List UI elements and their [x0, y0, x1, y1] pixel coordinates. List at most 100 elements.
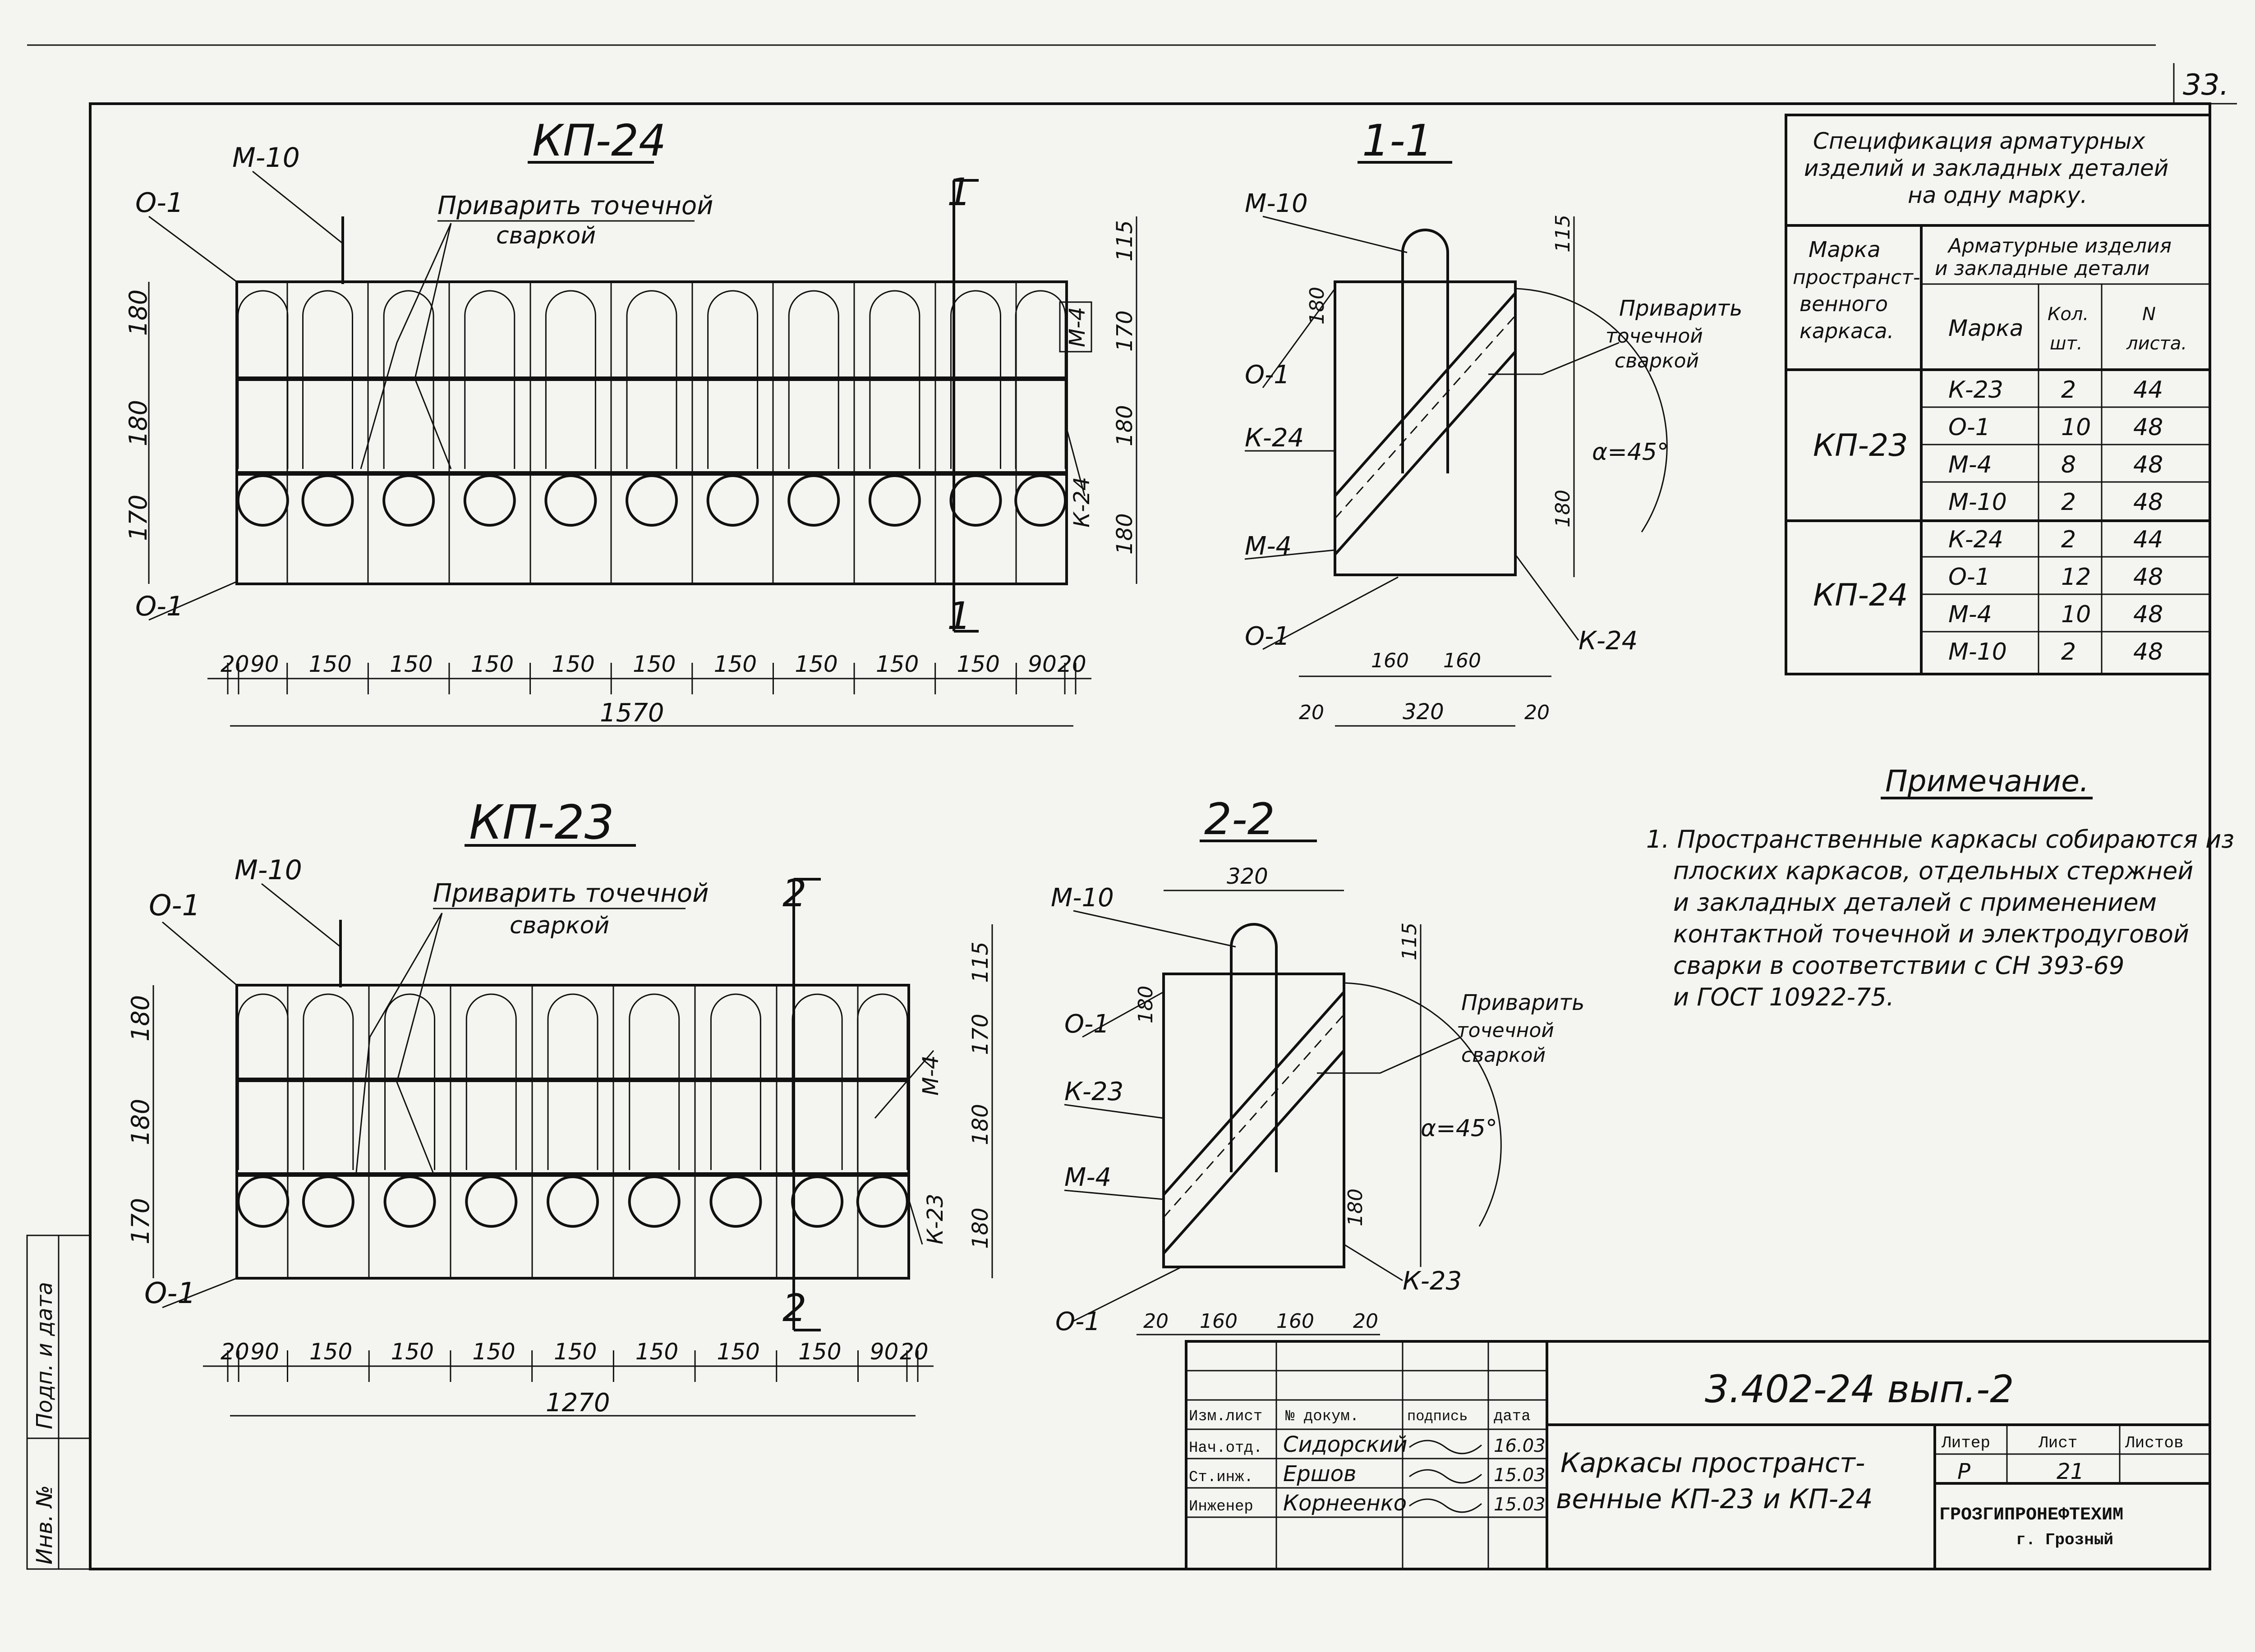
stamp-frame [1185, 1340, 2211, 1570]
spec-table-frame [1785, 114, 2211, 675]
stamp-role-1: Ст.инж. [1189, 1469, 1253, 1486]
sec22-title: 2-2 [1204, 794, 1275, 844]
kp24-circle-4 [544, 474, 597, 527]
stamp-name-2: Корнеенко [1283, 1491, 1407, 1516]
kp24-title: КП-24 [532, 115, 666, 166]
kp24-circle-9 [949, 474, 1002, 527]
stamp-name-1: Ершов [1283, 1461, 1356, 1487]
kp24-dim-total: 1570 [600, 698, 664, 728]
kp23-dim-bottom-5: 150 [554, 1339, 597, 1365]
sec22-diag-axis [1163, 1014, 1345, 1218]
kp23-dim-left-2: 170 [126, 1198, 155, 1244]
spec-row-sheet-1-2: 48 [2133, 601, 2163, 628]
kp23-weld-leader-a [355, 913, 443, 1173]
kp24-outline [235, 280, 1068, 585]
spec-row-mark-0-0: К-23 [1948, 376, 2003, 404]
stamp-date-1: 15.03 [1494, 1465, 1546, 1486]
kp24-section-mark-top: 1 [947, 170, 971, 214]
kp23-circle-6 [709, 1175, 762, 1228]
sec22-label-k23-b: К-23 [1403, 1267, 1462, 1296]
spec-col-mark-3: венного [1799, 292, 1888, 316]
kp24-dim-bottom-3: 150 [390, 651, 433, 677]
kp23-label-m4: М-4 [918, 1055, 943, 1096]
sec11-angle: α=45° [1592, 439, 1669, 466]
kp24-stirrup-5 [626, 290, 677, 469]
sec11-title: 1-1 [1362, 115, 1433, 166]
kp24-label-m4: М-4 [1065, 307, 1090, 347]
sec22-dim-1: 115 [1398, 922, 1421, 960]
spec-row-qty-1-0: 2 [2061, 526, 2076, 553]
kp23-dim-bottom-9: 90 [870, 1339, 899, 1365]
spec-col-sheet-1: N [2142, 304, 2156, 325]
sec22-weld-1: Приварить [1461, 990, 1584, 1015]
kp24-dim-right-0: 115 [1112, 220, 1137, 262]
kp23-circle-5 [628, 1175, 681, 1228]
sec11-dim-3: 20 [1299, 701, 1324, 724]
sec11-diag-axis [1334, 315, 1516, 519]
stamp-date-0: 16.03 [1494, 1436, 1546, 1456]
kp23-dim-bottom-0: 20 [221, 1339, 249, 1365]
kp24-circle-5 [626, 474, 678, 527]
sec22-dim-0: 320 [1227, 864, 1268, 889]
kp24-label-o1-top: О-1 [135, 187, 184, 219]
sec11-label-o1-a: О-1 [1245, 360, 1290, 390]
spec-row-qty-0-2: 8 [2061, 451, 2076, 478]
stamp-role-0: Нач.отд. [1189, 1440, 1262, 1457]
kp24-dim-right-3: 180 [1112, 513, 1137, 555]
kp23-dim-bottom-7: 150 [717, 1339, 759, 1365]
spec-col-mark-4: каркаса. [1799, 319, 1894, 343]
sec11-dim-5: 160 [1443, 649, 1481, 672]
sec11-dim-0: 115 [1551, 215, 1574, 252]
spec-row-mark-1-2: М-4 [1948, 601, 1992, 628]
kp24-m4-box [1059, 301, 1092, 353]
kp24-circle-1 [301, 474, 354, 527]
stamp-list: 21 [2057, 1459, 2084, 1484]
kp23-dim-left-0: 180 [126, 995, 155, 1042]
sheet-number-box [2173, 63, 2237, 105]
section-2-2: 2-2 320 α=45° М-10 О-1 К-23 М-4 О-1 К-23… [1051, 794, 1584, 1336]
sec11-dim-4: 160 [1371, 649, 1409, 672]
sec22-dim-4: 20 [1143, 1310, 1169, 1333]
kp23-leader-o1-top [162, 921, 237, 986]
kp23-stirrup-2 [384, 993, 436, 1170]
kp24-weld-leader-a [360, 223, 452, 469]
kp23-stirrup-5 [629, 993, 680, 1170]
spec-row-qty-1-2: 10 [2061, 601, 2091, 628]
sec22-angle: α=45° [1421, 1115, 1497, 1142]
sec22-loop-bar [1230, 923, 1278, 1172]
sec11-weld-2: точечной [1606, 325, 1703, 348]
kp23-label-o1-bottom: О-1 [144, 1277, 196, 1310]
sec11-weld-leader [1488, 342, 1620, 375]
kp23-label-k23: К-23 [923, 1194, 948, 1244]
spec-row-qty-0-3: 2 [2061, 489, 2076, 516]
kp24-leader-m10 [252, 170, 343, 244]
spec-row-mark-1-1: О-1 [1948, 564, 1990, 591]
spec-row-qty-0-1: 10 [2061, 414, 2091, 441]
sec22-leader-k23-b [1344, 1244, 1403, 1281]
sec22-diag-2 [1162, 1050, 1345, 1254]
kp23-bars [237, 985, 909, 1278]
spec-table: Спецификация арматурных изделий и заклад… [1785, 114, 2211, 675]
sec22-label-k23-a: К-23 [1064, 1077, 1123, 1106]
spec-row-sheet-1-0: 44 [2133, 526, 2163, 553]
spec-col-group-1: Арматурные изделия [1947, 234, 2172, 257]
note-line-4: сварки в соответствии с СН 393-69 [1673, 951, 2124, 980]
spec-col-qty-2: шт. [2050, 333, 2083, 354]
sec11-weld-3: сваркой [1615, 349, 1699, 372]
kp24-dim-left-0: 180 [124, 289, 152, 336]
kp23-stirrup-4 [547, 993, 598, 1170]
kp24-dim-bottom-4: 150 [471, 651, 514, 677]
kp23-section-mark-bottom: 2 [782, 1286, 806, 1330]
kp24-bars [236, 282, 1067, 584]
kp23-dim-bottom-8: 150 [798, 1339, 841, 1365]
kp24-stirrup-8 [869, 290, 920, 469]
kp24-dim-bottom-8: 150 [795, 651, 838, 677]
spec-row-mark-0-3: М-10 [1948, 489, 2007, 516]
sec22-outline [1162, 973, 1345, 1268]
kp23-weld-note-1: Приварить точечной [433, 879, 709, 908]
kp24-weld-note-1: Приварить точечной [437, 191, 713, 220]
kp23-dim-total: 1270 [546, 1388, 610, 1418]
sec22-leader-m4 [1064, 1189, 1164, 1200]
